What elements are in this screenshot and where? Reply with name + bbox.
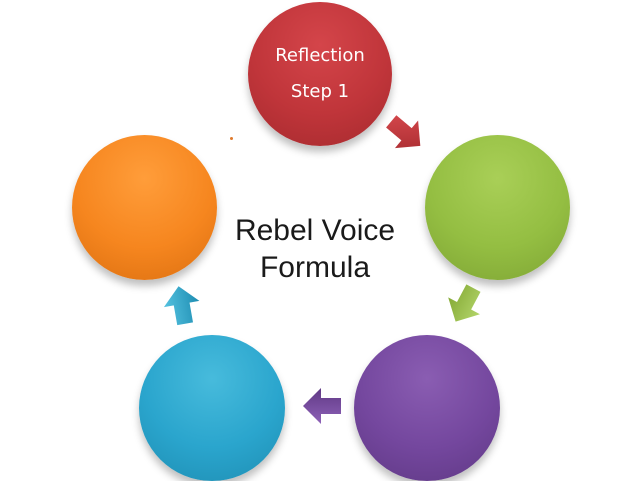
step-1-label: Reflection xyxy=(275,45,365,66)
step-1-circle: Reflection Step 1 xyxy=(248,2,392,146)
step-3-circle xyxy=(354,335,500,481)
arrow-step2-to-step3-icon xyxy=(448,284,481,322)
diagram-title: Rebel Voice Formula xyxy=(200,212,430,286)
diagram-title-line-2: Formula xyxy=(259,251,371,284)
step-5-circle xyxy=(72,135,217,280)
arrow-step3-to-step4-icon xyxy=(303,388,341,424)
step-4-circle xyxy=(139,335,285,481)
step-1-sublabel: Step 1 xyxy=(290,81,350,102)
diagram-title-line-1: Rebel Voice xyxy=(234,214,396,247)
stray-dot xyxy=(230,137,233,140)
arrow-step4-to-step5-icon xyxy=(163,286,200,326)
arrow-step1-to-step2-icon xyxy=(386,115,421,149)
step-2-circle xyxy=(425,135,570,280)
